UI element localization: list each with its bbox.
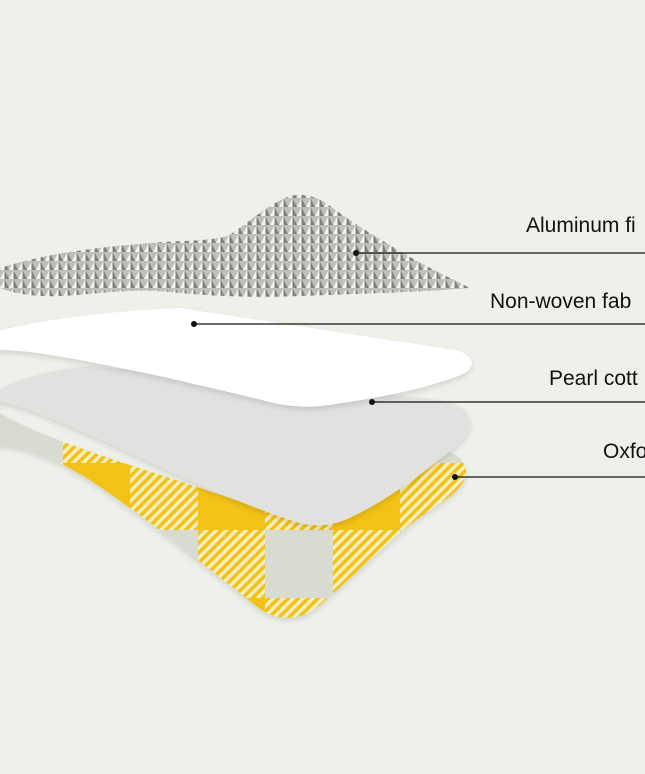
leader-non-woven bbox=[191, 321, 645, 327]
leader-aluminum bbox=[353, 250, 645, 256]
label-pearl-cotton: Pearl cott bbox=[549, 367, 638, 390]
aluminum-foil-layer bbox=[0, 195, 470, 297]
leader-pearl-cotton bbox=[369, 399, 645, 405]
pearl-cotton-layer bbox=[0, 366, 471, 526]
label-oxford: Oxfo bbox=[603, 440, 645, 463]
oxford-fabric-layer bbox=[0, 413, 467, 618]
label-aluminum-foil: Aluminum fi bbox=[526, 214, 636, 237]
non-woven-fabric-layer bbox=[0, 308, 472, 407]
label-non-woven-fabric: Non-woven fab bbox=[490, 290, 632, 313]
leader-oxford bbox=[452, 474, 645, 480]
